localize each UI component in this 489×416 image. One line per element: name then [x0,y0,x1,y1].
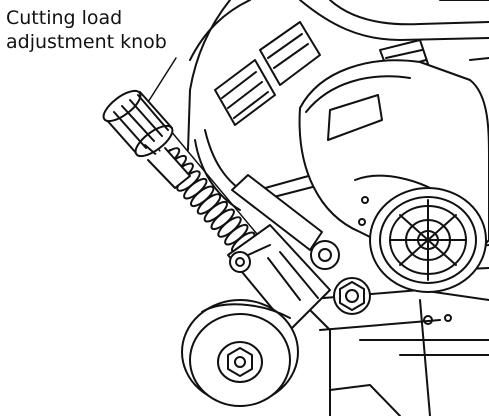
callout-line-1: Cutting load [6,7,123,29]
wheel-icon [181,299,299,407]
knob-icon [102,89,191,189]
link-arm [227,174,340,331]
callout-label: Cutting load adjustment knob [6,6,196,54]
nut-icon [333,277,371,315]
callout-line-2: adjustment knob [6,31,167,53]
fan-cover-icon [369,187,487,293]
